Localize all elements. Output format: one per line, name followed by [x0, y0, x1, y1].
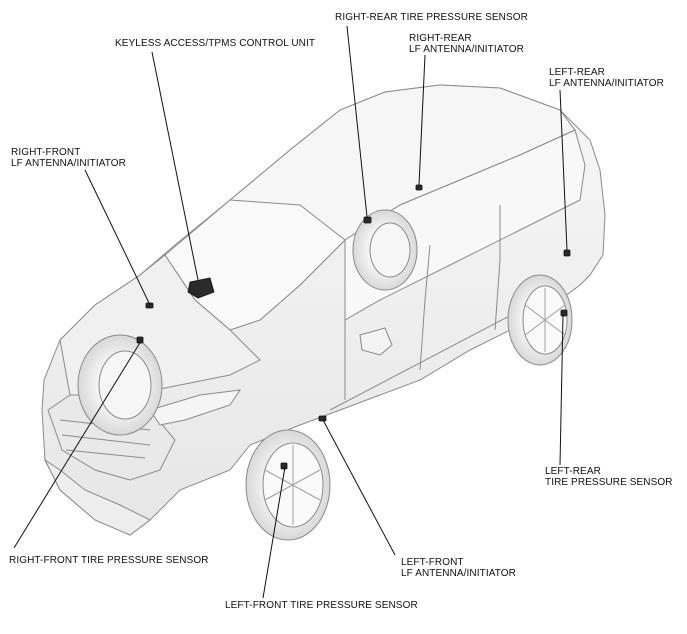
left-rear-tpms-sensor — [560, 309, 568, 317]
leader-left-front-tpms — [262, 466, 286, 599]
component-markers — [136, 184, 571, 470]
keyless-access-tpms-control-unit-label: KEYLESS ACCESS/TPMS CONTROL UNIT — [115, 38, 316, 49]
left-rear-tire — [507, 274, 573, 366]
leader-lines — [13, 25, 568, 599]
left-front-antenna-shape — [318, 415, 327, 422]
leader-keyless-unit — [151, 51, 199, 281]
keyless-control-unit-shape — [187, 277, 215, 299]
right-rear-tire-pressure-sensor-label: RIGHT-REAR TIRE PRESSURE SENSOR — [335, 12, 528, 23]
leader-right-rear-tpms — [346, 25, 368, 218]
left-front-tire — [245, 429, 331, 541]
right-front-tire-pressure-sensor-label: RIGHT-FRONT TIRE PRESSURE SENSOR — [9, 555, 209, 566]
right-rear-lf-antenna-label: RIGHT-REAR LF ANTENNA/INITIATOR — [409, 33, 524, 55]
left-rear-tire-pressure-sensor-label: LEFT-REAR TIRE PRESSURE SENSOR — [545, 466, 673, 488]
left-front-lf-antenna-label: LEFT-FRONT LF ANTENNA/INITIATOR — [401, 557, 516, 579]
right-rear-tire — [352, 209, 418, 291]
right-front-tire — [77, 334, 163, 436]
leader-left-rear-tpms — [559, 314, 564, 466]
leader-right-rear-antenna — [418, 54, 426, 186]
leader-right-front-tpms — [13, 340, 142, 549]
left-front-tire-pressure-sensor-label: LEFT-FRONT TIRE PRESSURE SENSOR — [225, 600, 418, 611]
right-rear-antenna-shape — [415, 184, 423, 191]
leader-left-front-antenna — [322, 419, 396, 556]
left-front-tpms-sensor — [280, 462, 288, 470]
left-rear-antenna-shape — [563, 249, 571, 257]
right-rear-tpms-sensor — [363, 216, 372, 224]
leader-right-front-antenna — [84, 169, 151, 306]
left-rear-lf-antenna-label: LEFT-REAR LF ANTENNA/INITIATOR — [549, 67, 664, 89]
right-front-lf-antenna-label: RIGHT-FRONT LF ANTENNA/INITIATOR — [11, 147, 126, 169]
leader-left-rear-antenna — [559, 89, 568, 251]
